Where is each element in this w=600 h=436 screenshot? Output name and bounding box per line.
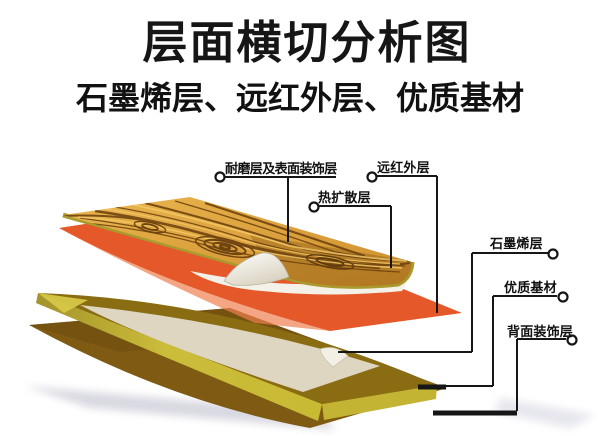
label-back-decor-layer: 背面装饰层: [507, 324, 574, 339]
marker-wear-layer: [214, 171, 226, 183]
leader-substrate-layer: [444, 295, 557, 387]
label-substrate-layer: 优质基材: [504, 280, 557, 295]
leader-back-decor-layer: [516, 338, 566, 411]
label-marker-dots: [214, 171, 578, 346]
marker-far-infrared-layer: [366, 171, 378, 183]
leader-heat-diffusion-layer: [319, 205, 392, 268]
substrate-corner-highlight: [38, 293, 88, 313]
substrate-cream-panel: [80, 305, 380, 392]
ground-shadow-right: [495, 398, 595, 428]
page-title: 层面横切分析图: [142, 17, 472, 68]
ground-shadow-left: [25, 386, 335, 430]
marker-heat-diffusion-layer: [308, 201, 320, 213]
marker-back-decor-layer: [566, 334, 578, 346]
leader-wear-layer: [224, 176, 336, 242]
label-heat-diffusion-layer: 热扩散层: [318, 190, 371, 205]
leader-lines: [224, 175, 566, 416]
leader-graphene-layer: [338, 252, 548, 353]
substrate-front-side-face: [36, 293, 322, 421]
substrate-end-side-face: [322, 385, 437, 420]
label-wear-layer: 耐磨层及表面装饰层: [225, 161, 337, 176]
label-far-infrared-layer: 远红外层: [377, 160, 430, 175]
leader-far-infrared-layer: [377, 175, 438, 313]
wood-grain-texture: [63, 200, 412, 287]
diffusion-sheet-curl: [223, 252, 290, 286]
label-graphene-layer: 石墨烯层: [490, 236, 543, 251]
marker-substrate-layer: [557, 291, 569, 303]
page-subtitle: 石墨烯层、远红外层、优质基材: [75, 80, 524, 116]
marker-graphene-layer: [547, 248, 559, 260]
